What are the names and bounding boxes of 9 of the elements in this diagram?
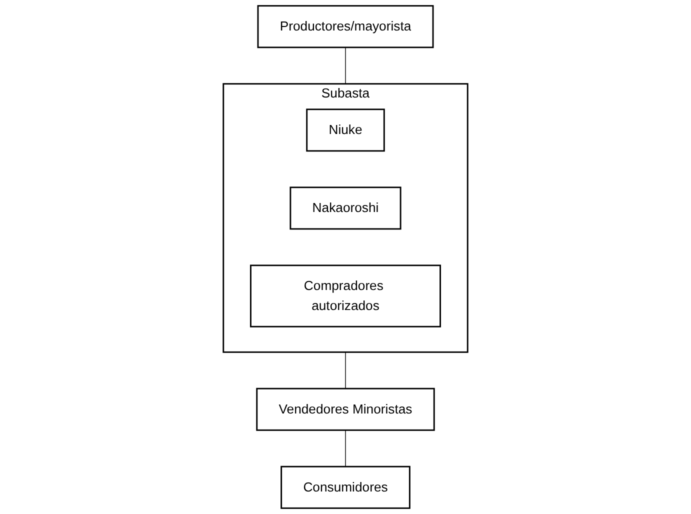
node-box: Niuke [306, 108, 385, 152]
node-box: Consumidores [280, 466, 410, 509]
connector [345, 430, 346, 467]
connector [345, 47, 346, 84]
node-box: Compradores autorizados [250, 264, 441, 328]
node-box: Vendedores Minoristas [256, 388, 435, 431]
connector [345, 352, 346, 389]
node-box: Productores/mayorista [257, 5, 434, 48]
node-box: Nakaoroshi [290, 186, 402, 230]
